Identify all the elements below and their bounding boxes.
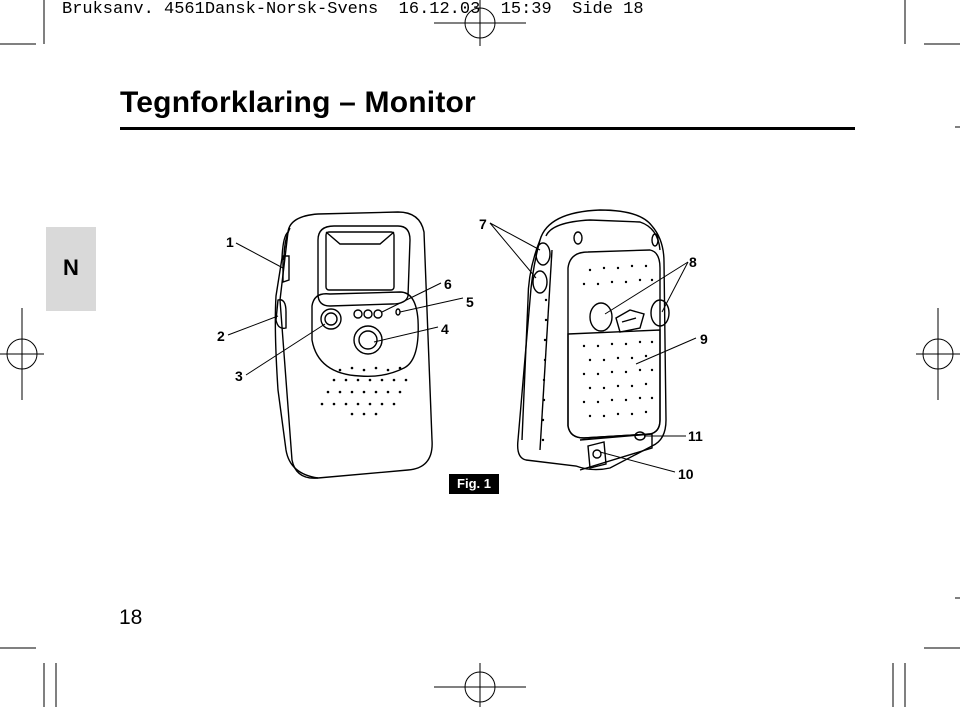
page-title: Tegnforklaring – Monitor bbox=[120, 86, 476, 119]
page-number: 18 bbox=[119, 606, 143, 629]
callout-7: 7 bbox=[479, 216, 487, 232]
callout-6: 6 bbox=[444, 276, 452, 292]
registration-mark-left bbox=[0, 308, 44, 400]
callout-4: 4 bbox=[441, 321, 449, 337]
monitor-back-view bbox=[516, 209, 670, 471]
callout-8: 8 bbox=[689, 254, 697, 270]
slug-document-name: Bruksanv. 4561Dansk-Norsk-Svens bbox=[62, 0, 379, 19]
callout-5: 5 bbox=[466, 294, 474, 310]
back-vent-dots bbox=[541, 264, 654, 442]
slug-page: Side 18 bbox=[572, 0, 644, 19]
registration-mark-top bbox=[434, 0, 526, 46]
monitor-front-view bbox=[274, 211, 433, 479]
callout-9: 9 bbox=[700, 331, 708, 347]
print-slug-line: Bruksanv. 4561Dansk-Norsk-Svens 16.12.03… bbox=[62, 0, 644, 20]
slug-time: 15:39 bbox=[500, 0, 552, 19]
registration-mark-bottom bbox=[434, 663, 526, 707]
slug-date: 16.12.03 bbox=[398, 0, 481, 19]
registration-mark-right bbox=[916, 308, 960, 400]
title-rule bbox=[120, 127, 855, 130]
speaker-grille bbox=[320, 366, 408, 416]
callout-2: 2 bbox=[217, 328, 225, 344]
language-tab-label: N bbox=[63, 255, 79, 280]
callout-3: 3 bbox=[235, 368, 243, 384]
callout-10: 10 bbox=[678, 466, 694, 482]
callout-1: 1 bbox=[226, 234, 234, 250]
callout-leader-lines bbox=[227, 222, 697, 473]
figure-label: Fig. 1 bbox=[449, 474, 499, 494]
language-tab: N bbox=[46, 227, 96, 311]
callout-11: 11 bbox=[688, 428, 703, 444]
